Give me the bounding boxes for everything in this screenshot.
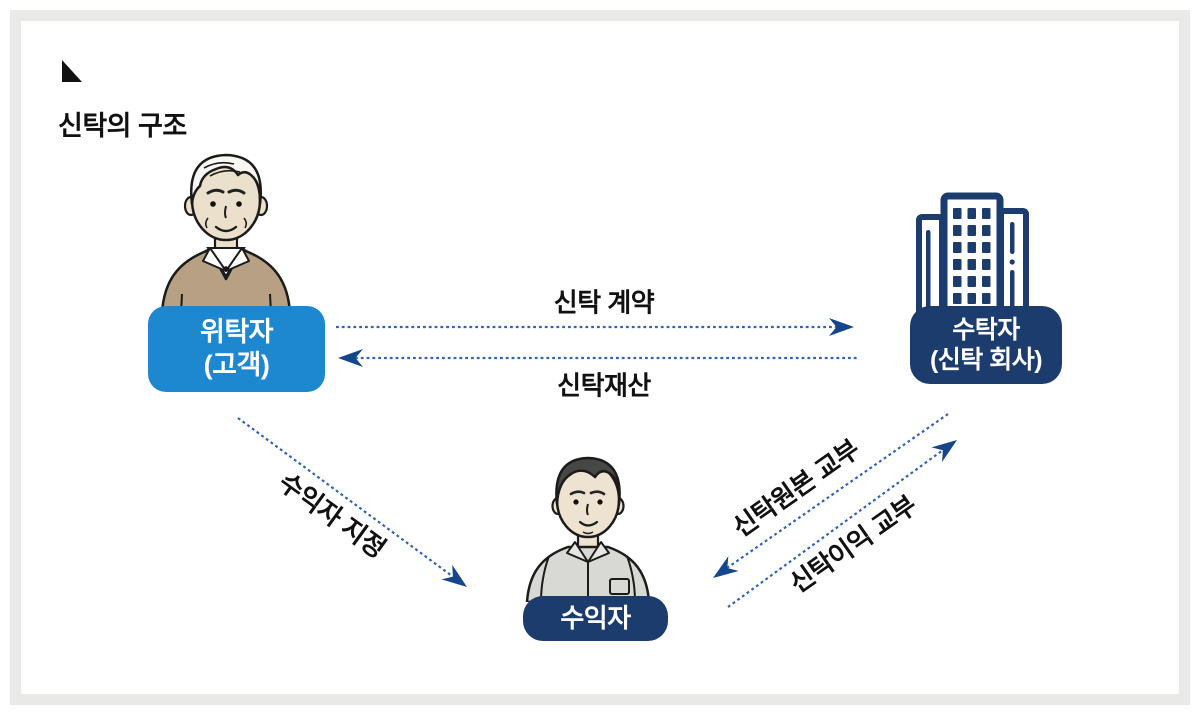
arrowhead-left-icon	[338, 349, 363, 367]
arrow-trust-property	[338, 349, 858, 367]
arrowhead-down-right-icon	[441, 564, 467, 587]
arrow-beneficiary-designation	[237, 417, 467, 587]
trustee-label-line2: (신탁 회사)	[929, 346, 1043, 374]
office-building-icon	[916, 192, 1029, 320]
node-trustee: 수탁자 (신탁 회사)	[910, 306, 1062, 384]
arrow-trust-contract	[336, 318, 854, 336]
corner-marker-icon	[62, 60, 82, 82]
arrow-label-trust-contract: 신탁 계약	[553, 287, 655, 318]
arrow-trust-profit-delivery	[727, 440, 957, 608]
trustee-label-line1: 수탁자	[952, 315, 1020, 344]
arrowhead-down-left-icon	[713, 556, 739, 578]
trustor-label-line1: 위탁자	[199, 317, 274, 348]
arrowhead-up-right-icon	[931, 440, 957, 462]
elderly-man-illustration	[160, 153, 292, 313]
node-beneficiary: 수익자	[523, 596, 668, 641]
trustor-label-line2: (고객)	[203, 350, 270, 380]
node-trustor: 위탁자 (고객)	[148, 306, 325, 392]
arrowhead-right-icon	[829, 318, 854, 336]
arrow-label-trust-property: 신탁재산	[557, 370, 651, 401]
beneficiary-label: 수익자	[560, 602, 631, 633]
page-title: 신탁의 구조	[58, 111, 187, 141]
young-man-illustration	[525, 456, 651, 602]
arrow-trust-principal-delivery	[713, 413, 949, 578]
